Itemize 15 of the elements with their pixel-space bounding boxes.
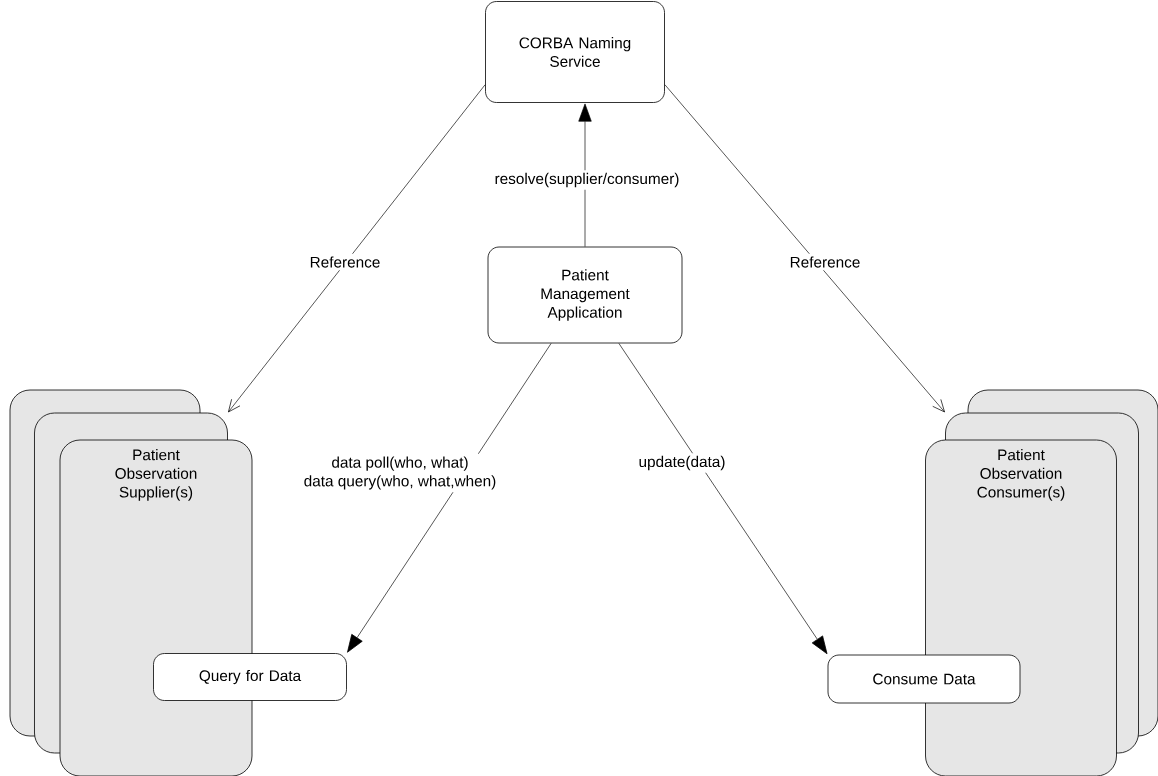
rounded-box: Patient Management Application	[487, 246, 683, 344]
arrow	[578, 103, 592, 247]
rounded-box: Consume Data	[827, 654, 1021, 704]
edge-label: update(data)	[635, 453, 729, 473]
edge-label: resolve(supplier/consumer)	[491, 170, 683, 190]
arrow	[347, 343, 552, 653]
node-label: Patient Observation Consumer(s)	[977, 449, 1065, 501]
edge-label: Reference	[306, 253, 384, 271]
rounded-box: Query for Data	[153, 653, 347, 701]
edge-label: data poll(who, what) data query(who, what,when)	[297, 453, 503, 493]
arrow	[618, 343, 828, 655]
rounded-box: CORBA Naming Service	[485, 1, 665, 103]
arrow	[228, 84, 486, 413]
edge-label: Reference	[786, 253, 864, 271]
arrow	[664, 84, 945, 413]
